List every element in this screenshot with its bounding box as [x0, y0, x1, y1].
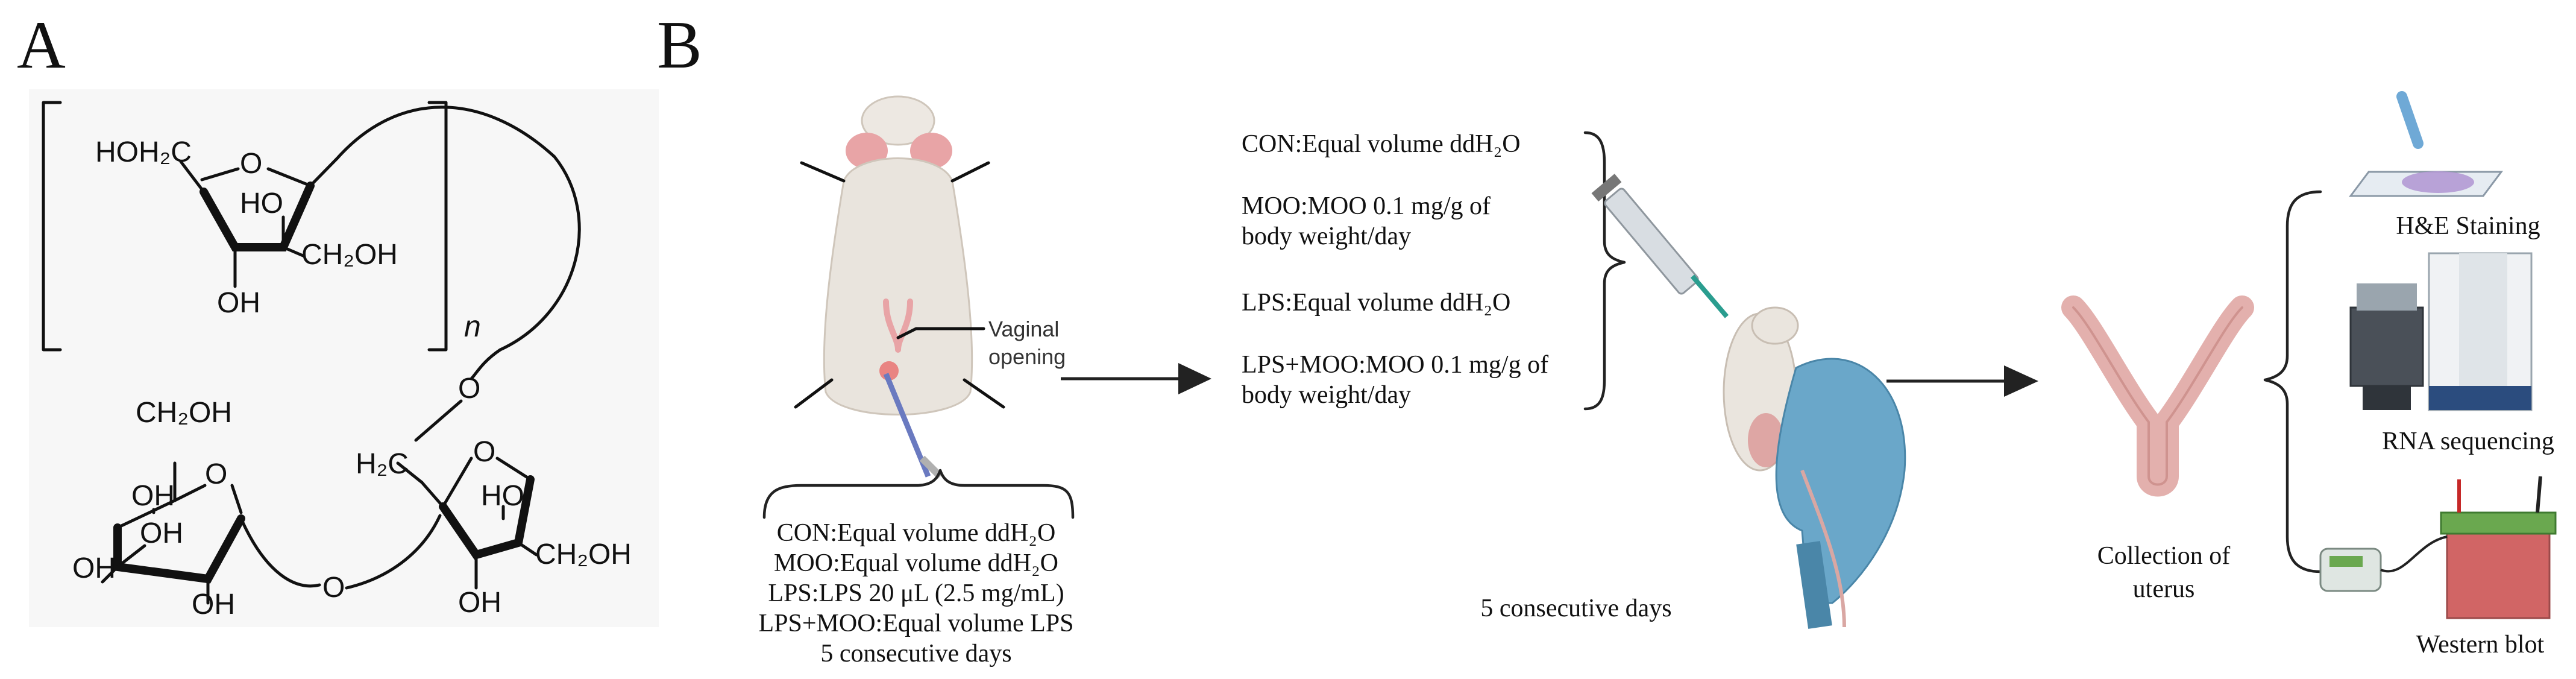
- arrow-2: [1886, 365, 2038, 397]
- arrow-1: [1061, 363, 1211, 394]
- rna-sequencer-illustration: [2349, 252, 2533, 411]
- gavage-brace: [1583, 131, 1626, 411]
- gavage-illustration: [1591, 174, 1906, 629]
- ring3-ho: HO: [481, 480, 524, 512]
- days-label: 5 consecutive days: [1480, 595, 1671, 622]
- gavage-moo-line1: MOO:MOO 0.1 mg/g of: [1242, 192, 1491, 220]
- ring2-oh1: OH: [131, 480, 175, 512]
- treatment-bottom-2: LPS:LPS 20 μL (2.5 mg/mL): [768, 580, 1064, 607]
- panel-a-background: [29, 89, 659, 627]
- ring3-h2c: H₂C: [356, 448, 409, 480]
- gavage-lpsmoo-line1: LPS+MOO:MOO 0.1 mg/g of: [1242, 351, 1548, 379]
- treatment-bottom-1: MOO:Equal volume ddH₂O: [774, 549, 1058, 577]
- treatment-bottom-4: 5 consecutive days: [820, 640, 1011, 668]
- vaginal-label-line1: Vaginal: [988, 317, 1059, 341]
- ring2-o: O: [205, 458, 227, 490]
- gavage-lpsmoo-line2: body weight/day: [1242, 381, 1411, 409]
- gavage-con: CON:Equal volume ddH₂O: [1242, 130, 1521, 158]
- western-blot-illustration: [2319, 476, 2557, 619]
- output-he: H&E Staining: [2396, 212, 2540, 240]
- ring1-o: O: [240, 148, 262, 180]
- bridge-bond: [345, 514, 442, 590]
- gavage-group-list: CON:Equal volume ddH₂O MOO:MOO 0.1 mg/g …: [1242, 130, 1548, 409]
- collection-line2: uterus: [2133, 575, 2195, 603]
- mouse-dorsal-illustration: [794, 95, 1005, 479]
- ring1-oh: OH: [217, 287, 260, 319]
- ring2-oh2: OH: [140, 517, 183, 549]
- vaginal-label-line2: opening: [988, 344, 1066, 369]
- gavage-lps: LPS:Equal volume ddH₂O: [1242, 289, 1510, 317]
- bridge-o: O: [322, 572, 345, 604]
- ring1-ch2oh: CH₂OH: [301, 239, 398, 271]
- pyranose-ring-2: CH₂OH O OH OH OH OH: [72, 397, 321, 621]
- gavage-moo-line2: body weight/day: [1242, 223, 1411, 250]
- outputs-brace: [2263, 190, 2322, 573]
- collection-line1: Collection of: [2097, 542, 2230, 570]
- output-wb: Western blot: [2416, 631, 2545, 658]
- ring1-ho: HO: [240, 188, 283, 219]
- treatment-bottom-3: LPS+MOO:Equal volume LPS: [758, 610, 1073, 637]
- ring3-o: O: [473, 436, 495, 468]
- ring2-oh4: OH: [192, 589, 235, 621]
- ring3-oh: OH: [458, 587, 501, 619]
- treatment-bottom-0: CON:Equal volume ddH₂O: [777, 519, 1056, 547]
- uterus-illustration: [2061, 295, 2254, 497]
- link-curve-top: [470, 348, 502, 381]
- he-slide-illustration: [2349, 91, 2503, 197]
- ring3-ch2oh: CH₂OH: [535, 538, 632, 570]
- ring1-hoh2c: HOH₂C: [95, 136, 192, 168]
- panel-b-label: B: [657, 8, 702, 83]
- repeat-n-label: n: [464, 309, 481, 343]
- link-o-top: O: [458, 373, 480, 405]
- ring2-oh3: OH: [72, 552, 116, 584]
- panel-a-label: A: [17, 8, 66, 83]
- output-rna: RNA sequencing: [2382, 428, 2554, 455]
- link-bond-to-h2c: [414, 399, 463, 442]
- ring2-ch2oh: CH₂OH: [136, 397, 232, 429]
- furanose-ring-1: HOH₂C O HO CH₂OH OH: [95, 106, 581, 352]
- repeat-unit-brackets: [42, 101, 448, 352]
- furanose-ring-3: H₂C O HO OH CH₂OH: [356, 436, 632, 619]
- bottom-brace: [762, 469, 1075, 519]
- treatment-list-bottom: CON:Equal volume ddH₂O MOO:Equal volume …: [758, 519, 1073, 668]
